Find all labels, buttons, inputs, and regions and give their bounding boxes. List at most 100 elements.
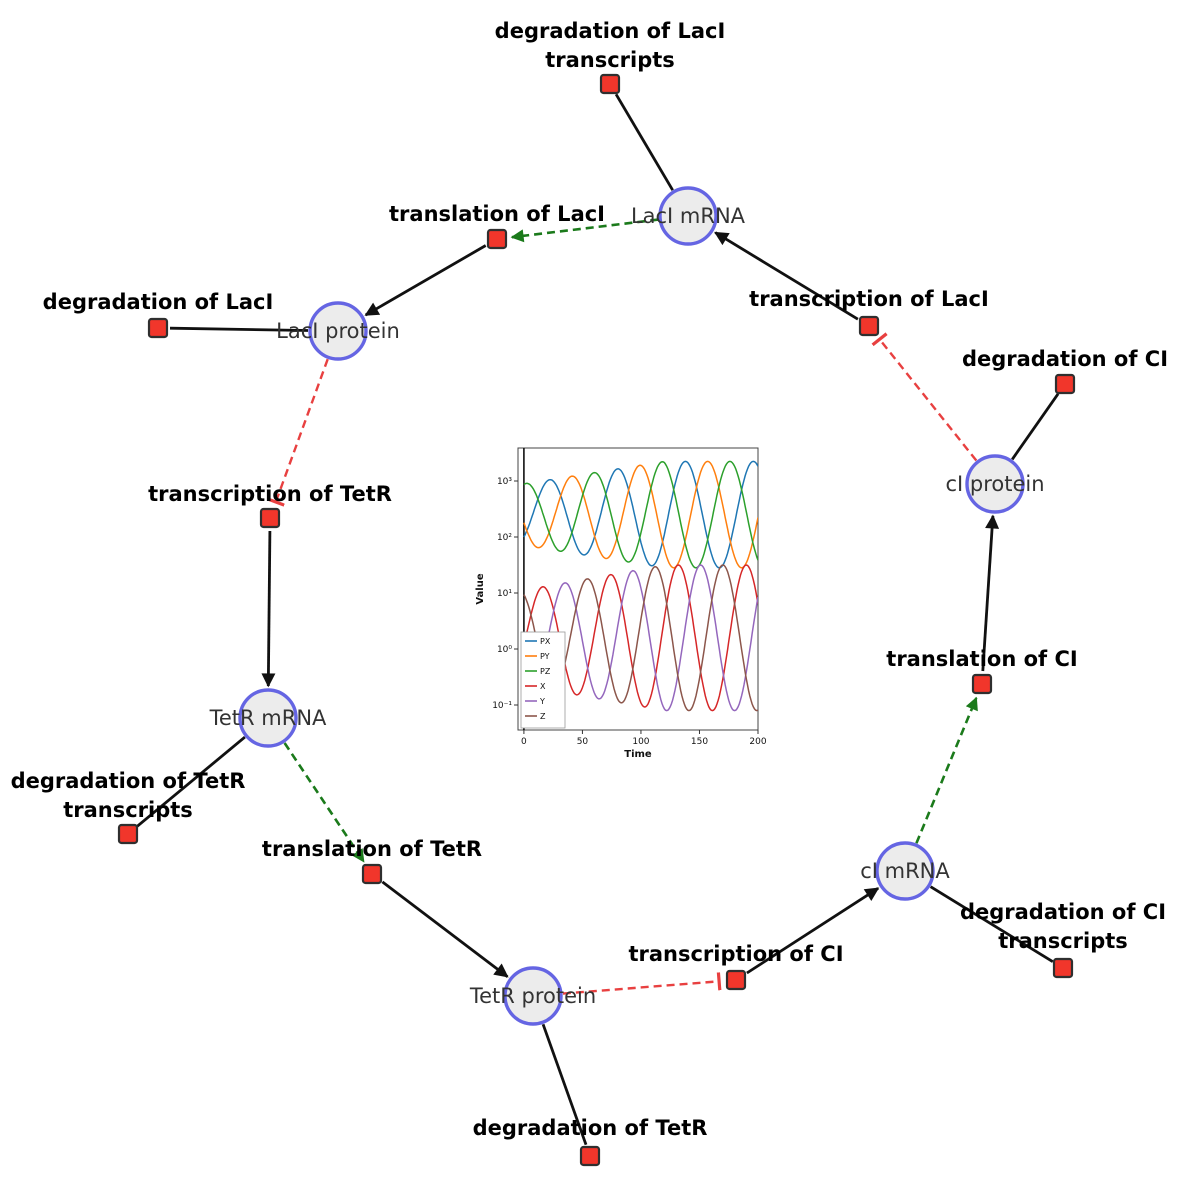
edge-production-translation-ci-to-ci-protein: [981, 514, 1000, 672]
edge-production-translation-tetr-to-tetr-protein: [381, 880, 509, 978]
species-label-laci-protein: LacI protein: [276, 319, 400, 343]
reaction-square-deg-ci: [1054, 373, 1076, 395]
species-circle-laci-mrna: [658, 186, 718, 246]
reaction-square-transcription-laci: [858, 315, 880, 337]
legend-box: [520, 631, 566, 729]
reaction-square-transcription-tetr: [259, 507, 281, 529]
legend-label-X: X: [540, 682, 546, 691]
y-tick-label: 10²: [497, 533, 512, 543]
reaction-square-deg-tetr-tx: [117, 823, 139, 845]
y-axis-label: Value: [475, 573, 486, 604]
edge-activation-laci-mrna-to-translation-laci: [510, 218, 659, 243]
species-circle-laci-protein: [308, 301, 368, 361]
edge-layer: [136, 93, 1060, 1146]
edge-production-transcription-ci-to-ci-mrna: [746, 887, 880, 975]
reaction-node-deg-tetr: degradation of TetR: [473, 1116, 708, 1167]
reaction-label-transcription-ci: transcription of CI: [628, 942, 843, 966]
species-node-ci-mrna: cI mRNA: [860, 841, 950, 901]
species-node-ci-protein: cI protein: [945, 454, 1045, 514]
x-tick-label: 100: [632, 737, 649, 747]
reaction-square-deg-ci-tx: [1052, 957, 1074, 979]
species-label-tetr-protein: TetR protein: [469, 984, 596, 1008]
legend-label-PZ: PZ: [540, 667, 551, 676]
x-tick-label: 150: [691, 737, 708, 747]
species-node-laci-mrna: LacI mRNA: [631, 186, 746, 246]
y-tick-label: 10¹: [497, 589, 512, 599]
reaction-square-transcription-ci: [725, 969, 747, 991]
edge-activation-tetr-mrna-to-translation-tetr: [283, 742, 365, 863]
reaction-node-transcription-tetr: transcription of TetR: [148, 482, 392, 529]
reaction-square-deg-laci: [147, 317, 169, 339]
edge-consumption-ci-mrna-to-deg-ci-tx: [929, 885, 1054, 963]
species-node-tetr-mrna: TetR mRNA: [209, 688, 327, 748]
reaction-square-deg-laci-tx: [599, 73, 621, 95]
reaction-label-deg-ci: degradation of CI: [962, 347, 1168, 371]
edge-consumption-ci-protein-to-deg-ci: [1011, 392, 1060, 461]
edge-production-translation-laci-to-laci-protein: [364, 244, 487, 317]
species-circle-ci-mrna: [875, 841, 935, 901]
reaction-square-translation-laci: [486, 228, 508, 250]
species-label-laci-mrna: LacI mRNA: [631, 204, 746, 228]
legend-label-PX: PX: [540, 637, 551, 646]
reaction-label-translation-ci: translation of CI: [886, 647, 1077, 671]
edge-inhibition-tetr-protein-to-transcription-ci: [562, 972, 722, 995]
reaction-node-deg-ci: degradation of CI: [962, 347, 1168, 395]
legend-label-PY: PY: [540, 652, 550, 661]
edge-consumption-laci-mrna-to-deg-laci-tx: [614, 93, 674, 191]
species-circle-tetr-protein: [503, 966, 563, 1026]
reaction-label-translation-laci: translation of LacI: [389, 202, 605, 226]
x-tick-label: 0: [521, 737, 527, 747]
reaction-square-deg-tetr: [579, 1145, 601, 1167]
x-tick-label: 50: [577, 737, 589, 747]
chart-legend: PX PY PZ XYZ: [520, 631, 566, 729]
species-label-ci-mrna: cI mRNA: [860, 859, 950, 883]
reaction-node-translation-ci: translation of CI: [886, 647, 1078, 695]
species-node-tetr-protein: TetR protein: [469, 966, 596, 1026]
species-circle-ci-protein: [965, 454, 1025, 514]
reaction-label-transcription-laci: transcription of LacI: [749, 287, 989, 311]
reaction-node-deg-laci: degradation of LacI: [43, 290, 274, 339]
y-tick-label: 10⁻¹: [492, 701, 512, 711]
species-label-ci-protein: cI protein: [945, 472, 1044, 496]
edge-consumption-laci-protein-to-deg-laci: [169, 326, 309, 332]
y-tick-label: 10³: [497, 477, 512, 487]
series-line-PX: [523, 460, 758, 569]
edge-inhibition-laci-protein-to-transcription-tetr: [266, 358, 329, 507]
legend-label-Z: Z: [540, 712, 546, 721]
reaction-label-transcription-tetr: transcription of TetR: [148, 482, 392, 506]
species-node-laci-protein: LacI protein: [276, 301, 400, 361]
species-circle-tetr-mrna: [238, 688, 298, 748]
edge-activation-ci-mrna-to-translation-ci: [915, 696, 978, 844]
reaction-square-translation-ci: [971, 673, 993, 695]
reaction-label-translation-tetr: translation of TetR: [262, 837, 482, 861]
x-axis-label: Time: [624, 749, 652, 760]
reaction-node-translation-tetr: translation of TetR: [262, 837, 482, 885]
reaction-label-deg-laci: degradation of LacI: [43, 290, 274, 314]
edge-production-transcription-tetr-to-tetr-mrna: [261, 530, 276, 688]
reaction-label-deg-tetr: degradation of TetR: [473, 1116, 708, 1140]
series-line-Y: [523, 564, 758, 712]
edge-production-transcription-laci-to-laci-mrna: [714, 231, 859, 321]
legend-label-Y: Y: [539, 697, 545, 706]
plot-border: [517, 447, 759, 731]
reaction-node-transcription-ci: transcription of CI: [628, 942, 844, 991]
edge-consumption-tetr-mrna-to-deg-tetr-tx: [136, 736, 246, 828]
x-tick-label: 200: [749, 737, 766, 747]
series-line-PZ: [523, 460, 758, 569]
reaction-node-translation-laci: translation of LacI: [389, 202, 605, 250]
reaction-square-translation-tetr: [361, 863, 383, 885]
chart-background: [470, 442, 770, 760]
y-tick-label: 10⁰: [497, 645, 512, 655]
species-label-tetr-mrna: TetR mRNA: [209, 706, 327, 730]
reaction-node-transcription-laci: transcription of LacI: [749, 287, 989, 337]
